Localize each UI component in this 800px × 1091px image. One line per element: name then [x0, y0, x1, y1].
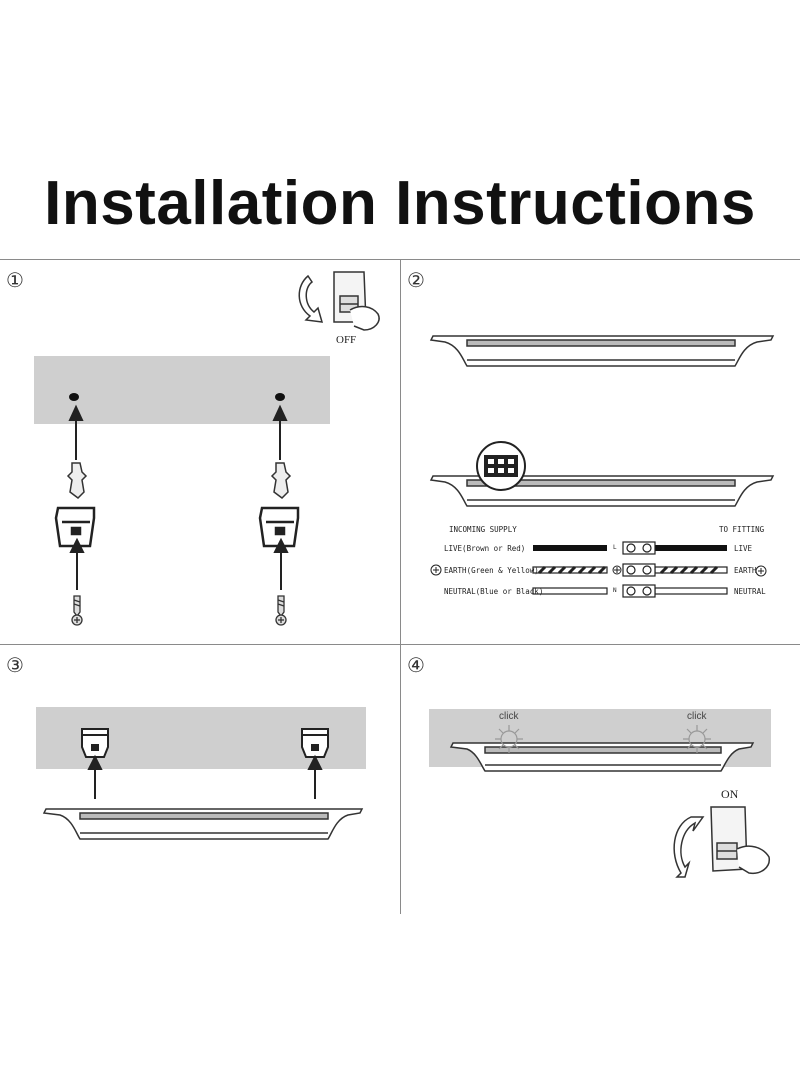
terminal-l-label: L [613, 544, 617, 551]
neutral-in-label: NEUTRAL(Blue or Black) [444, 587, 544, 596]
neutral-wire-in [532, 587, 608, 595]
earth-symbol-left [430, 564, 442, 576]
earth-symbol-right [755, 565, 767, 577]
neutral-wire-out [654, 587, 728, 595]
step-2-illustration [429, 335, 775, 598]
mounting-bracket-left [54, 506, 96, 548]
step-3-panel: ③ [0, 645, 400, 915]
to-fitting-label: TO FITTING [719, 525, 765, 534]
earth-wire-out [654, 565, 728, 575]
mounted-bracket-right [301, 728, 329, 758]
arrow-fixture-right-up [307, 754, 323, 799]
earth-out-label: EARTH [734, 566, 757, 575]
earth-symbol-mid [612, 565, 622, 575]
arrow-fixture-left-up [87, 754, 103, 799]
step-2-panel: ② [401, 260, 800, 644]
mounted-bracket-left [81, 728, 109, 758]
wall-plug-left [66, 462, 88, 499]
screw-left [71, 595, 83, 626]
terminal-connector-strip [622, 541, 656, 598]
click-burst-left-icon [495, 725, 523, 753]
arrow-screw-left [69, 537, 85, 590]
arrow-screw-right [273, 537, 289, 590]
rotate-up-arrow [673, 816, 705, 878]
page-title: Installation Instructions [44, 169, 756, 238]
earth-in-label: EARTH(Green & Yellow) [444, 566, 539, 575]
step-1-panel: ① [0, 260, 400, 644]
step-3-number: ③ [6, 653, 24, 677]
step-3-illustration [36, 707, 366, 840]
step-4-number: ④ [407, 653, 425, 677]
step-4-illustration [429, 709, 771, 878]
light-fixture-top [429, 335, 775, 367]
live-wire-in [533, 545, 607, 551]
click-label-left: click [499, 711, 519, 722]
step-1-illustration [34, 271, 380, 626]
click-burst-right-icon [683, 725, 711, 753]
switch-off-label: OFF [336, 334, 357, 346]
click-label-right: click [687, 711, 707, 722]
rotate-down-arrow [298, 274, 324, 323]
step-1-number: ① [6, 268, 24, 292]
live-wire-out [655, 545, 727, 551]
mounting-bracket-right [258, 506, 300, 548]
light-switch-on [710, 806, 770, 875]
earth-wire-in [532, 565, 608, 575]
incoming-supply-label: INCOMING SUPPLY [449, 525, 517, 534]
arrow-left-up [68, 404, 84, 460]
step-4-panel: ④ click click ON [401, 645, 800, 915]
grid-vertical-line [400, 259, 401, 914]
step-2-number: ② [407, 268, 425, 292]
ceiling-hole-left [69, 393, 79, 401]
light-switch-off [333, 271, 380, 331]
terminal-n-label: N [613, 587, 617, 594]
light-fixture-mounted [449, 742, 755, 772]
neutral-out-label: NEUTRAL [734, 587, 766, 596]
terminal-block-magnifier [476, 441, 526, 491]
wall-plug-right [270, 462, 292, 499]
ceiling-hole-right [275, 393, 285, 401]
live-out-label: LIVE [734, 544, 753, 553]
live-in-label: LIVE(Brown or Red) [444, 544, 526, 553]
light-fixture [42, 808, 364, 840]
screw-right [275, 595, 287, 626]
switch-on-label: ON [721, 787, 739, 801]
arrow-right-up [272, 404, 288, 460]
